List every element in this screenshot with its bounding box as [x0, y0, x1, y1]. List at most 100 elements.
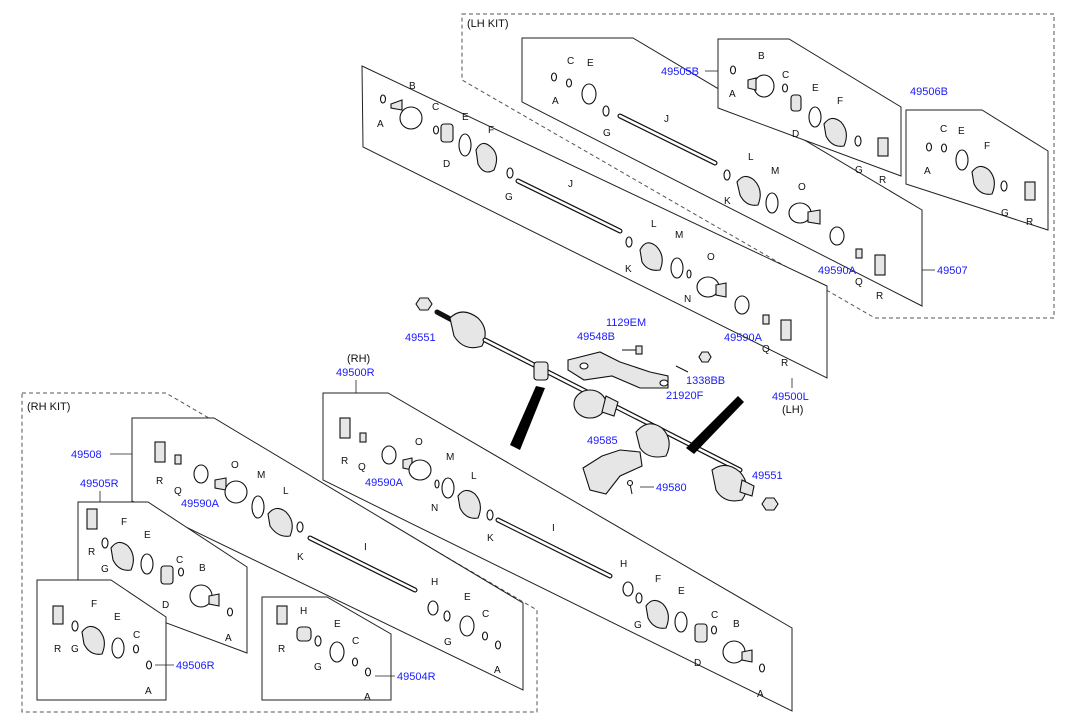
plug-q-icon	[762, 314, 770, 325]
svg-text:J: J	[664, 114, 669, 125]
svg-text:E: E	[812, 83, 819, 94]
nut-49551-b-icon	[761, 497, 779, 511]
svg-text:B: B	[758, 51, 765, 62]
part-49551: 49551	[405, 332, 436, 344]
svg-text:A: A	[494, 665, 501, 676]
svg-text:D: D	[694, 658, 701, 669]
svg-text:R: R	[876, 291, 883, 302]
svg-text:O: O	[231, 460, 239, 471]
frame-49507	[521, 37, 923, 307]
rh-kit-49505R-parts	[86, 508, 234, 617]
svg-text:F: F	[837, 96, 843, 107]
rh-kit-49508-letters: R Q O M L K I H G E C A	[156, 460, 501, 676]
part-49505B: 49505B	[661, 66, 699, 78]
rh-kit-49504R-letters: R H G E C A	[278, 606, 371, 703]
svg-text:N: N	[431, 503, 438, 514]
svg-text:K: K	[297, 552, 304, 563]
svg-text:M: M	[446, 452, 454, 463]
rh-assembly-parts	[339, 417, 766, 673]
svg-text:A: A	[729, 89, 736, 100]
lh-kit-49506B-parts	[925, 142, 1036, 201]
svg-text:K: K	[724, 196, 731, 207]
svg-text:O: O	[798, 182, 806, 193]
svg-text:K: K	[487, 533, 494, 544]
svg-text:M: M	[675, 230, 683, 241]
part-49590A: 49590A	[724, 332, 763, 344]
bracket-49585	[582, 449, 643, 495]
svg-text:E: E	[334, 619, 341, 630]
svg-text:G: G	[1001, 208, 1009, 219]
circlip-a-icon	[379, 94, 387, 104]
rh-kit-49504R-parts	[276, 605, 372, 677]
svg-text:L: L	[283, 486, 289, 497]
svg-text:K: K	[625, 264, 632, 275]
part-1338BB: 1338BB	[686, 375, 725, 387]
rh-kit-49506R-letters: R G F E C A	[54, 599, 152, 697]
svg-text:G: G	[71, 644, 79, 655]
svg-text:O: O	[415, 437, 423, 448]
outer-boot-icon	[449, 311, 486, 349]
part-49590A-rh: 49590A	[365, 477, 404, 489]
part-49500L: 49500L	[772, 391, 809, 403]
part-49505R: 49505R	[80, 478, 119, 490]
svg-text:F: F	[488, 125, 494, 136]
damper-icon	[533, 361, 549, 381]
svg-text:C: C	[711, 610, 718, 621]
svg-text:A: A	[924, 166, 931, 177]
pointer-wedge-left	[510, 386, 545, 450]
inner-boot-icon	[635, 423, 670, 458]
rh-assembly-letters: R Q O N M L K I H G F E D C B A	[341, 437, 764, 700]
svg-text:C: C	[567, 56, 574, 67]
svg-text:A: A	[552, 96, 559, 107]
part-49580: 49580	[656, 482, 687, 494]
inner-stub-icon	[715, 282, 727, 298]
bracket-49548B	[567, 345, 712, 389]
svg-text:B: B	[199, 563, 206, 574]
svg-text:M: M	[771, 166, 779, 177]
part-49506R: 49506R	[176, 660, 215, 672]
svg-text:E: E	[144, 530, 151, 541]
part-49504R: 49504R	[397, 671, 436, 683]
svg-text:C: C	[940, 124, 947, 135]
svg-text:E: E	[462, 112, 469, 123]
svg-text:C: C	[133, 630, 140, 641]
part-49551-b: 49551	[752, 470, 783, 482]
boot-f-icon	[475, 142, 498, 173]
svg-text:Q: Q	[762, 344, 770, 355]
frame-49504R	[261, 596, 392, 701]
svg-text:G: G	[505, 192, 513, 203]
lh-assembly-parts	[379, 94, 792, 341]
boot-l-icon	[639, 242, 663, 271]
part-49590A-rh-kit: 49590A	[181, 498, 220, 510]
pointer-wedge-right	[686, 396, 744, 454]
svg-text:B: B	[409, 81, 416, 92]
svg-text:G: G	[101, 564, 109, 575]
svg-text:I: I	[552, 523, 555, 534]
svg-text:B: B	[733, 619, 740, 630]
svg-text:L: L	[748, 152, 754, 163]
svg-text:R: R	[341, 456, 348, 467]
circlip-c-icon	[432, 125, 440, 135]
svg-text:A: A	[757, 689, 764, 700]
lh-side-label: (LH)	[782, 404, 803, 416]
rh-kit-boundary	[21, 392, 538, 713]
svg-text:L: L	[471, 471, 477, 482]
svg-text:Q: Q	[855, 277, 863, 288]
svg-text:E: E	[958, 126, 965, 137]
svg-text:Q: Q	[174, 486, 182, 497]
svg-text:G: G	[314, 662, 322, 673]
svg-text:R: R	[781, 358, 788, 369]
svg-text:A: A	[377, 119, 384, 130]
clamp-e-icon	[458, 133, 472, 157]
svg-text:Q: Q	[358, 462, 366, 473]
svg-text:E: E	[464, 592, 471, 603]
svg-text:C: C	[432, 102, 439, 113]
ring-n-icon	[686, 269, 692, 279]
part-49506B: 49506B	[910, 86, 948, 98]
part-49548B: 49548B	[577, 331, 615, 343]
svg-text:M: M	[257, 470, 265, 481]
lh-kit-49507-letters: A C E G J K L M O Q R	[552, 56, 883, 302]
part-49507: 49507	[937, 265, 968, 277]
part-49590A-kit: 49590A	[818, 265, 857, 277]
lh-kit-49507-parts	[550, 72, 886, 276]
